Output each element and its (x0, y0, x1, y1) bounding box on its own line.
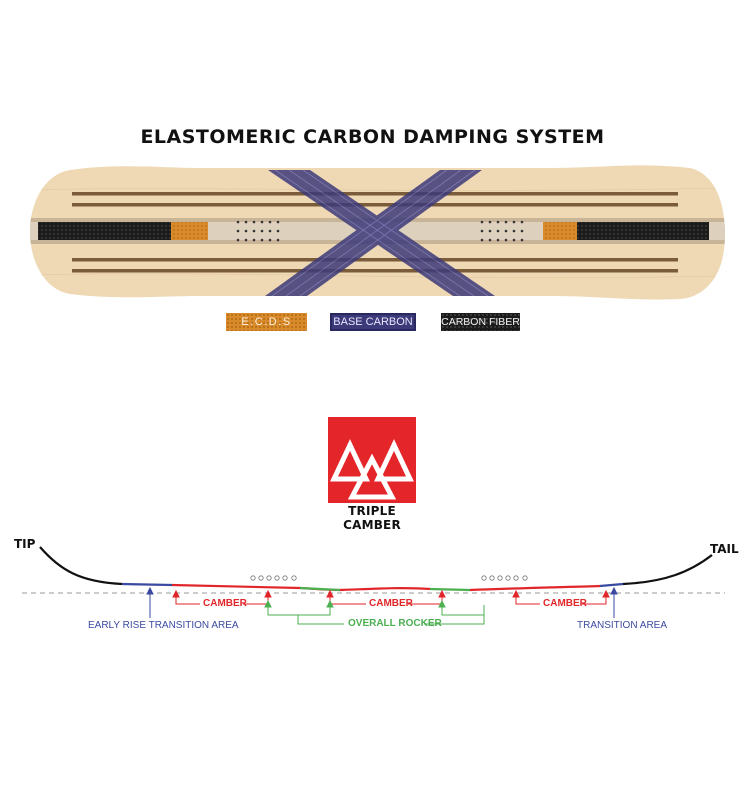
tip-label: TIP (14, 537, 36, 551)
tail-curve (622, 554, 713, 586)
ecds-left (171, 222, 208, 240)
legend-base-carbon: BASE CARBON (330, 313, 416, 331)
camber-label-center: CAMBER (369, 598, 413, 609)
carbon-fiber-left (38, 222, 171, 240)
camber-profile (22, 546, 725, 625)
stringer-top-2 (72, 203, 678, 207)
stringer-top-1 (72, 192, 678, 196)
binding-inserts (236, 220, 524, 242)
overall-rocker-label: OVERALL ROCKER (348, 618, 442, 629)
rocker-line-right (429, 587, 471, 592)
early-rise-label: EARLY RISE TRANSITION AREA (88, 620, 239, 631)
page-title: ELASTOMERIC CARBON DAMPING SYSTEM (140, 126, 605, 148)
tail-label: TAIL (710, 542, 739, 556)
snowboard (30, 165, 725, 300)
transition-segment (599, 582, 624, 588)
tip-curve (39, 546, 123, 586)
transition-label: TRANSITION AREA (577, 620, 668, 631)
carbon-fiber-right (577, 222, 709, 240)
stringer-bottom-1 (72, 258, 678, 262)
logo-label: TRIPLE CAMBER (343, 504, 401, 532)
camber-label-left: CAMBER (203, 598, 247, 609)
ecds-right (543, 222, 577, 240)
legend-ecds: E.C.D.S (226, 313, 307, 331)
transition-arrows (146, 586, 618, 618)
profile-inserts (250, 575, 528, 581)
early-rise-segment (121, 582, 173, 587)
rocker-brackets (264, 599, 485, 625)
camber-line-right (469, 584, 601, 592)
legend-carbon-fiber: CARBON FIBER (441, 313, 520, 331)
triple-camber-mountains-icon (328, 417, 416, 503)
base-carbon-x (265, 169, 495, 297)
stringer-bottom-2 (72, 269, 678, 273)
camber-label-right: CAMBER (543, 598, 587, 609)
rocker-line-left (299, 586, 341, 592)
